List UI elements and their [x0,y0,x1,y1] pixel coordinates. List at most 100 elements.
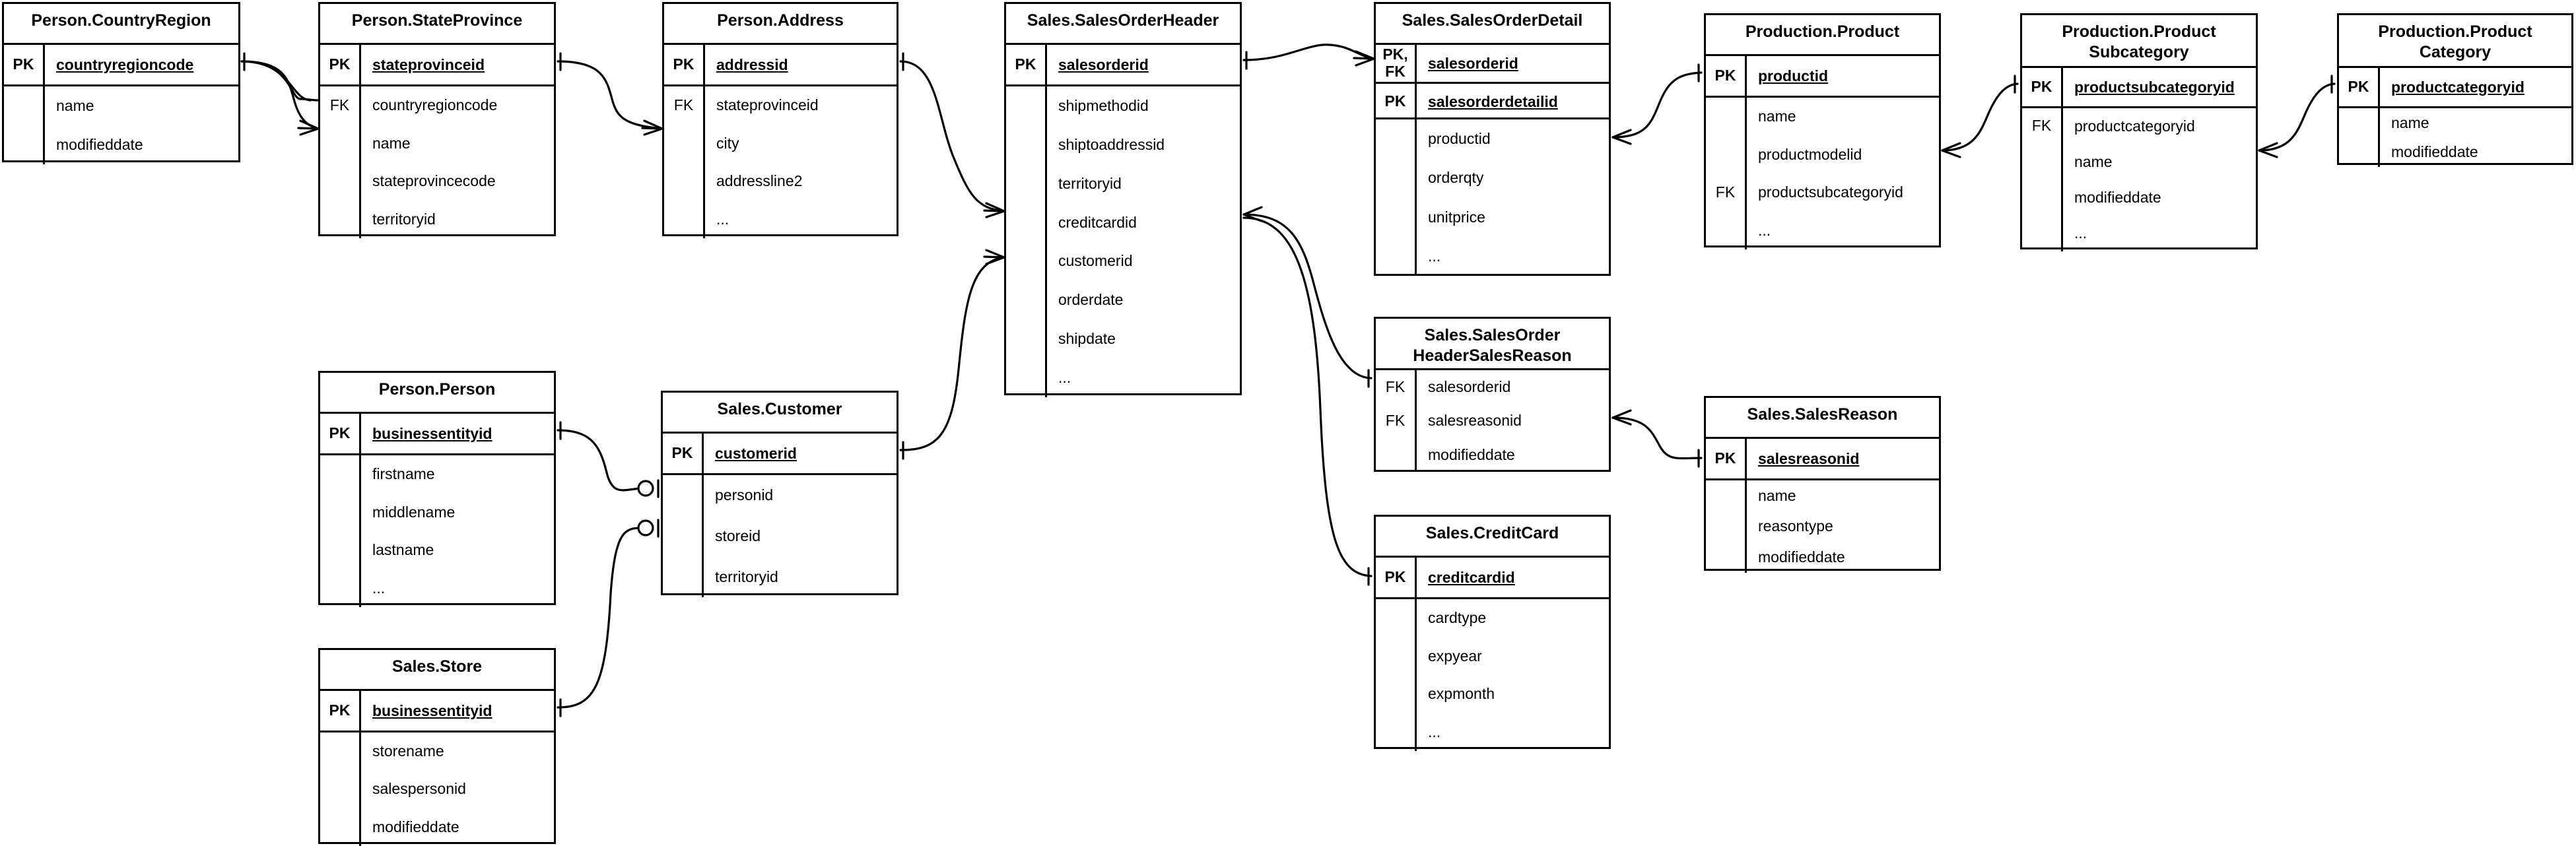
entity-title: Production.Product [1706,15,1939,56]
attribute-row[interactable]: stateprovincecode [320,162,554,201]
attribute-row[interactable]: city [664,124,897,162]
attribute-key-label [320,162,361,201]
attribute-row[interactable]: ... [1706,211,1939,249]
entity-title: Person.Address [664,4,897,45]
attribute-row[interactable]: name [1706,98,1939,136]
attribute-row[interactable]: orderqty [1376,158,1609,198]
attribute-row[interactable]: productid [1376,119,1609,159]
entity-title: Sales.CreditCard [1376,517,1609,558]
attribute-row[interactable]: customerid [1006,242,1240,281]
attribute-row[interactable]: modifieddate [4,125,238,164]
attribute-row[interactable]: territoryid [320,200,554,238]
attribute-row[interactable]: middlename [320,493,554,531]
attribute-row[interactable]: unitprice [1376,197,1609,237]
attribute-row[interactable]: shipdate [1006,319,1240,359]
attribute-row[interactable]: expyear [1376,637,1609,675]
attribute-row[interactable]: ... [1376,236,1609,276]
attribute-row[interactable]: personid [663,475,897,516]
attribute-row[interactable]: ... [1376,713,1609,751]
attribute-row[interactable]: modifieddate [1376,438,1609,472]
attribute-row[interactable]: creditcardid [1006,203,1240,242]
attribute-row[interactable]: shipmethodid [1006,86,1240,125]
attribute-row[interactable]: name [4,86,238,125]
attribute-row[interactable]: modifieddate [2339,137,2571,167]
attribute-row[interactable]: storeid [663,515,897,557]
attribute-row[interactable]: name [320,124,554,162]
crowfoot-address-c [641,127,663,130]
attribute-row[interactable]: productmodelid [1706,135,1939,174]
attribute-key-label [320,455,361,494]
attribute-name: personid [715,486,774,504]
attribute-row[interactable]: ... [1006,358,1240,397]
attribute-row[interactable]: modifieddate [320,808,554,846]
attribute-row[interactable]: salespersonid [320,770,554,808]
attribute-key-label [1006,125,1047,164]
attribute-name: expyear [1428,647,1482,665]
attribute-row[interactable]: expmonth [1376,675,1609,713]
attribute-name: orderdate [1058,291,1124,309]
attribute-row[interactable]: cardtype [1376,599,1609,637]
crowfoot-soh-addr-b [985,210,1005,218]
attribute-name: ... [1758,221,1771,239]
attribute-name: name [1758,486,1796,504]
attribute-row[interactable]: modifieddate [2022,179,2256,216]
attribute-name: middlename [372,503,456,521]
attribute-row[interactable]: lastname [320,531,554,569]
attribute-row[interactable]: territoryid [663,556,897,597]
attribute-row[interactable]: name [2022,144,2256,180]
attribute-row[interactable]: addressline2 [664,162,897,201]
attribute-row[interactable]: ... [2022,215,2256,251]
attribute-row[interactable]: orderdate [1006,280,1240,320]
attribute-name: stateprovinceid [372,55,485,73]
attribute-row[interactable]: shiptoaddressid [1006,125,1240,164]
attribute-row[interactable]: modifieddate [1706,542,1939,573]
attribute-row[interactable]: ... [664,200,897,238]
attribute-row[interactable]: name [1706,480,1939,511]
attribute-row[interactable]: ... [320,569,554,607]
attribute-row[interactable]: firstname [320,455,554,494]
attribute-row[interactable]: territoryid [1006,164,1240,203]
attribute-row[interactable]: name [2339,108,2571,138]
attribute-row[interactable]: storename [320,732,554,771]
attribute-row[interactable]: reasontype [1706,511,1939,542]
